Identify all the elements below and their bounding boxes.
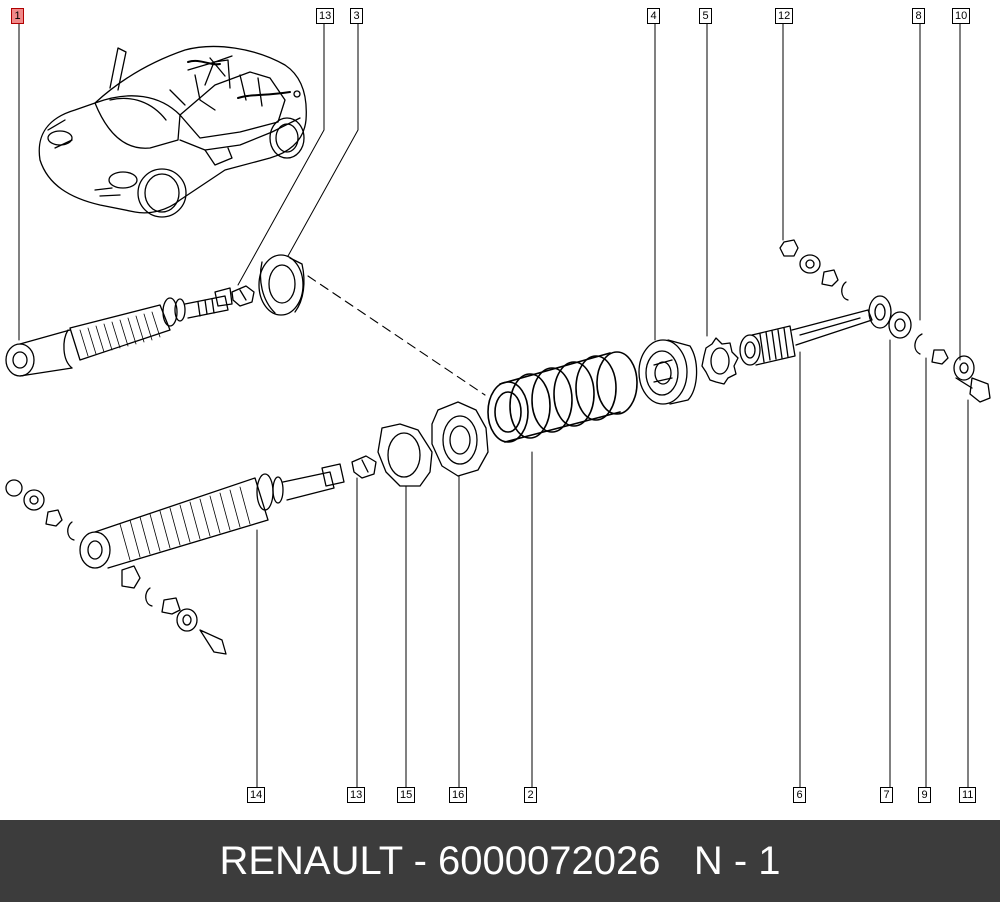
nut-upper — [231, 285, 255, 307]
shock-absorber-upper — [5, 287, 233, 377]
hardware-set-left — [5, 479, 227, 655]
callout-top-6: 12 — [775, 8, 794, 24]
callout-bottom-2: 13 — [347, 787, 366, 803]
callout-top-5: 5 — [699, 8, 712, 24]
spring-cup — [258, 254, 305, 316]
shock-absorber-lower — [79, 463, 345, 569]
footer-banner: RENAULT - 6000072026 N - 1 — [0, 820, 1000, 902]
assembly-axis-line — [307, 275, 486, 396]
callout-bottom-7: 7 — [880, 787, 893, 803]
callout-bottom-6: 6 — [793, 787, 806, 803]
callout-bottom-4: 16 — [449, 787, 468, 803]
serrated-washer-15 — [377, 423, 433, 487]
callout-bottom-8: 9 — [918, 787, 931, 803]
rod-assembly — [739, 295, 892, 366]
callout-bottom-3: 15 — [397, 787, 416, 803]
serrated-washer-16 — [431, 401, 489, 477]
top-mount — [638, 339, 698, 405]
callout-bottom-5: 2 — [524, 787, 537, 803]
coil-spring — [487, 351, 638, 443]
callout-top-7: 8 — [912, 8, 925, 24]
hardware-set-right — [779, 239, 991, 403]
leader-lines — [18, 23, 969, 788]
part-number-caption: RENAULT - 6000072026 N - 1 — [219, 838, 781, 883]
car-illustration — [38, 45, 307, 218]
exploded-parts-diagram — [5, 23, 991, 788]
callout-bottom-9: 11 — [959, 787, 977, 803]
nut-lower — [351, 455, 377, 479]
callout-top-4: 4 — [647, 8, 660, 24]
callout-top-1: 1 — [11, 8, 24, 24]
star-washer — [701, 337, 739, 385]
callout-top-8: 10 — [952, 8, 971, 24]
callout-top-3: 3 — [350, 8, 363, 24]
callout-bottom-1: 14 — [247, 787, 266, 803]
callout-top-2: 13 — [316, 8, 335, 24]
